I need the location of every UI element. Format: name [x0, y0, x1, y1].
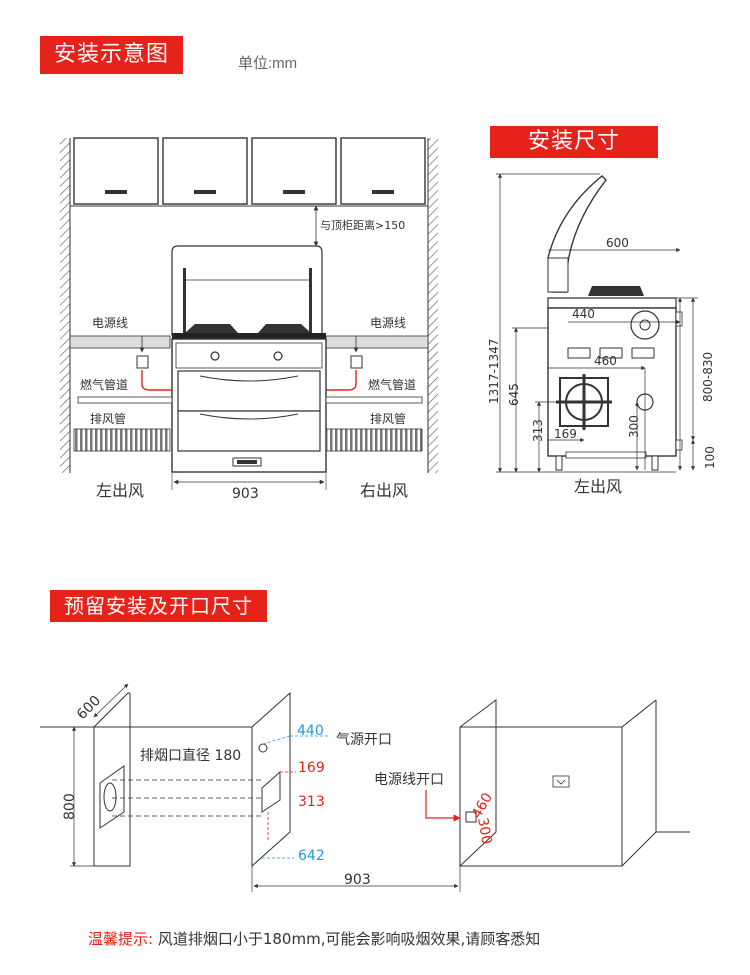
power-outlet-right — [350, 355, 363, 369]
front-width-label: 903 — [232, 486, 259, 502]
section-title-install-diagram: 安装示意图 — [40, 36, 184, 74]
warm-tip-label: 温馨提示: — [88, 930, 154, 948]
top-cabinet-distance-label: 与顶柜距离>150 — [320, 218, 405, 232]
countertop-left — [69, 335, 171, 349]
section-title-reserved-opening: 预留安装及开口尺寸 — [50, 590, 267, 622]
warm-tip-text: 风道排烟口小于180mm,可能会影响吸烟效果,请顾客悉知 — [157, 930, 541, 948]
gas-pipe-right-label: 燃气管道 — [368, 377, 416, 392]
gas-pipe-left — [77, 396, 173, 404]
right-outlet-label: 右出风 — [360, 481, 408, 500]
power-outlet-left — [136, 355, 149, 369]
unit-label: 单位:mm — [238, 55, 298, 72]
warm-tip: 温馨提示: 风道排烟口小于180mm,可能会影响吸烟效果,请顾客悉知 — [88, 928, 540, 949]
burners-front — [172, 324, 326, 339]
left-outlet-label: 左出风 — [96, 481, 144, 500]
exhaust-pipe-left-label: 排风管 — [90, 411, 126, 426]
right-wall — [428, 138, 438, 473]
section-title-install-size: 安装尺寸 — [490, 126, 659, 158]
exhaust-pipe-right-label: 排风管 — [370, 411, 406, 426]
power-line-right-label: 电源线 — [370, 316, 406, 330]
exhaust-duct-right — [325, 428, 423, 452]
range-hood — [171, 245, 323, 336]
wall-cabinets — [73, 137, 426, 205]
power-line-left-label: 电源线 — [92, 316, 128, 330]
countertop-right — [325, 335, 429, 349]
gas-pipe-left-label: 燃气管道 — [80, 377, 128, 392]
gas-pipe-right — [325, 396, 423, 404]
exhaust-duct-left — [73, 428, 171, 452]
left-wall — [60, 138, 70, 473]
